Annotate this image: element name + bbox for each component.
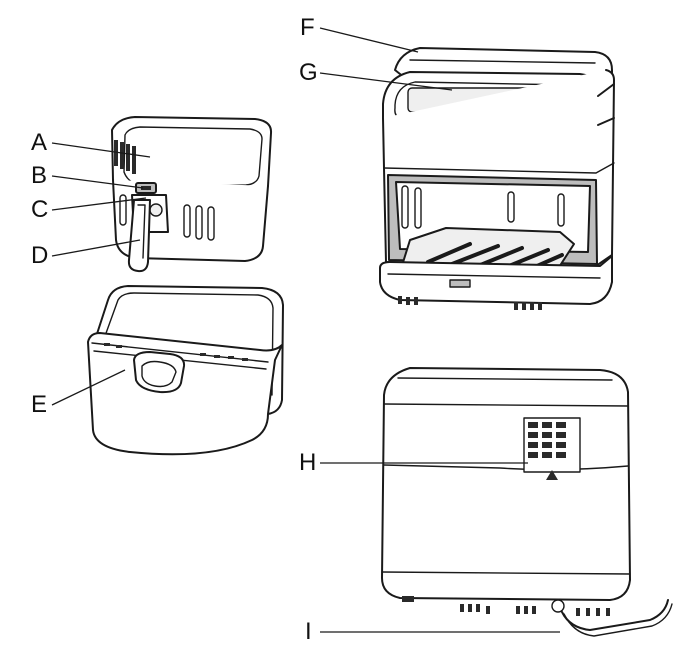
release-button bbox=[135, 182, 157, 194]
leader-b bbox=[51, 175, 144, 189]
callout-d: D bbox=[31, 242, 49, 269]
leader-a bbox=[51, 142, 151, 158]
drawer-grill-dots bbox=[104, 343, 248, 361]
back-vents bbox=[402, 596, 610, 616]
front-vents bbox=[398, 296, 542, 310]
air-fryer-front bbox=[379, 47, 615, 310]
basket-handle bbox=[127, 199, 151, 273]
callout-b: B bbox=[31, 162, 48, 189]
callout-e: E bbox=[31, 391, 48, 418]
leader-f bbox=[319, 27, 419, 53]
callout-f: F bbox=[300, 14, 315, 41]
callout-g: G bbox=[299, 59, 318, 86]
drawer-handle-recess bbox=[133, 351, 186, 394]
power-cord bbox=[551, 599, 673, 637]
leader-c bbox=[51, 197, 147, 211]
callout-h: H bbox=[299, 449, 317, 476]
basket-vent-slots bbox=[114, 140, 215, 241]
callout-a: A bbox=[31, 129, 48, 156]
leader-g bbox=[319, 72, 453, 91]
air-fryer-back bbox=[381, 367, 673, 637]
drawer bbox=[87, 285, 284, 456]
leader-d bbox=[51, 239, 141, 257]
callout-c: C bbox=[31, 196, 49, 223]
rear-air-outlet bbox=[523, 417, 581, 480]
basket bbox=[111, 116, 273, 273]
callout-i: I bbox=[305, 618, 312, 645]
leader-lines bbox=[51, 27, 560, 633]
leader-e bbox=[51, 369, 126, 406]
